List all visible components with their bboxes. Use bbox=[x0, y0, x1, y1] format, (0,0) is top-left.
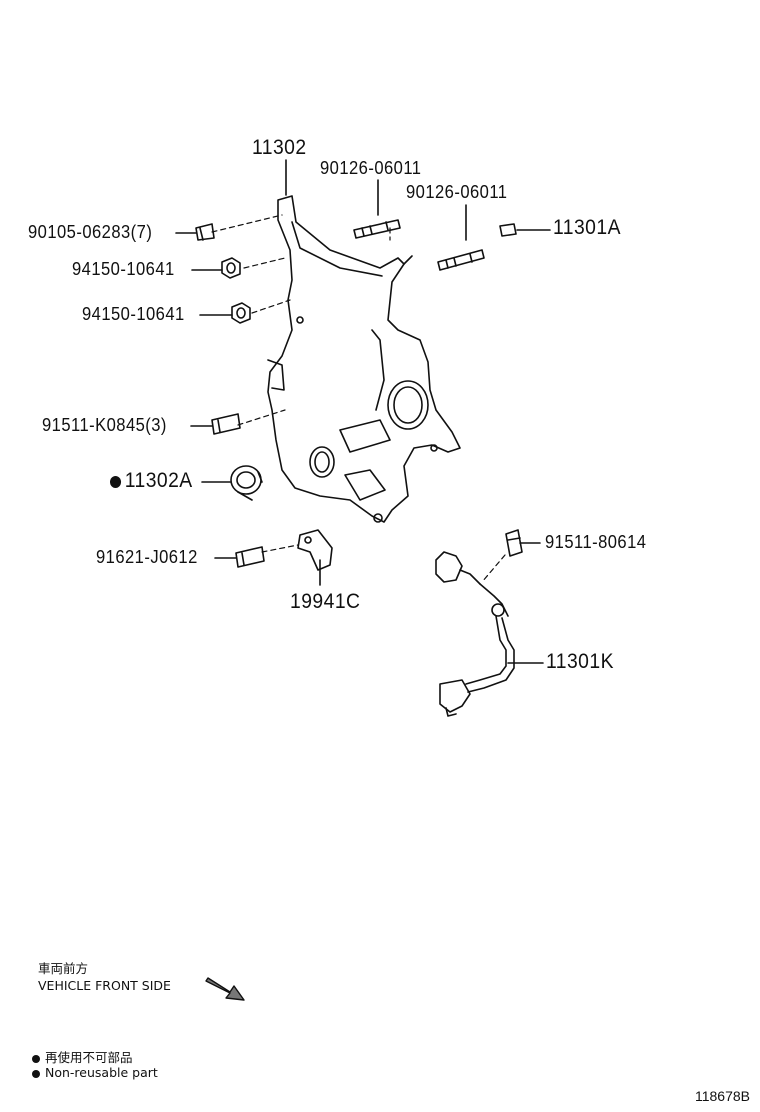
timing-cover-icon bbox=[267, 195, 461, 523]
label-90105-06283: 90105-06283(7) bbox=[28, 222, 153, 242]
stud-right-icon bbox=[437, 249, 485, 271]
oil-seal-icon bbox=[230, 465, 263, 501]
label-11301a: 11301A bbox=[553, 216, 621, 239]
bolt-middle-icon bbox=[211, 413, 241, 435]
label-91511-k0845: 91511-K0845(3) bbox=[42, 415, 167, 435]
label-94150-10641-lower: 94150-10641 bbox=[82, 304, 185, 324]
label-11302: 11302 bbox=[252, 136, 307, 159]
sensor-bolt-icon bbox=[235, 546, 265, 568]
label-90126-06011-right: 90126-06011 bbox=[406, 182, 508, 202]
legend-jp-text: 再使用不可部品 bbox=[45, 1050, 133, 1065]
label-11302a-text: 11302A bbox=[124, 469, 193, 492]
legend-dot-icon bbox=[32, 1054, 40, 1063]
wire-bolt-icon bbox=[505, 529, 523, 557]
front-direction-arrow-icon bbox=[205, 977, 245, 1001]
sensor-bracket-icon bbox=[297, 529, 333, 571]
label-19941c: 19941C bbox=[290, 590, 361, 613]
wire-harness-icon bbox=[435, 551, 515, 717]
bolt-upper-icon bbox=[195, 223, 215, 241]
legend-en-text: Non-reusable part bbox=[45, 1065, 158, 1080]
label-91511-80614: 91511-80614 bbox=[545, 532, 647, 552]
legend-dot-icon bbox=[32, 1069, 40, 1078]
nut-upper-icon bbox=[221, 257, 241, 279]
label-91621-j0612: 91621-J0612 bbox=[96, 547, 198, 567]
label-11301k: 11301K bbox=[546, 650, 614, 673]
label-11302a: 11302A bbox=[110, 469, 193, 493]
figure-code: 118678B bbox=[694, 1088, 750, 1104]
label-94150-10641-upper: 94150-10641 bbox=[72, 259, 175, 279]
legend-en: Non-reusable part bbox=[32, 1065, 158, 1080]
stud-upper-icon bbox=[353, 219, 401, 239]
legend-jp: 再使用不可部品 bbox=[32, 1047, 133, 1066]
nut-lower-icon bbox=[231, 302, 251, 324]
front-side-label-en: VEHICLE FRONT SIDE bbox=[38, 978, 171, 993]
front-side-label-jp: 車両前方 bbox=[38, 961, 89, 976]
label-90126-06011-upper: 90126-06011 bbox=[320, 158, 422, 178]
non-reusable-dot-icon bbox=[110, 476, 122, 488]
pin-icon bbox=[499, 223, 517, 237]
